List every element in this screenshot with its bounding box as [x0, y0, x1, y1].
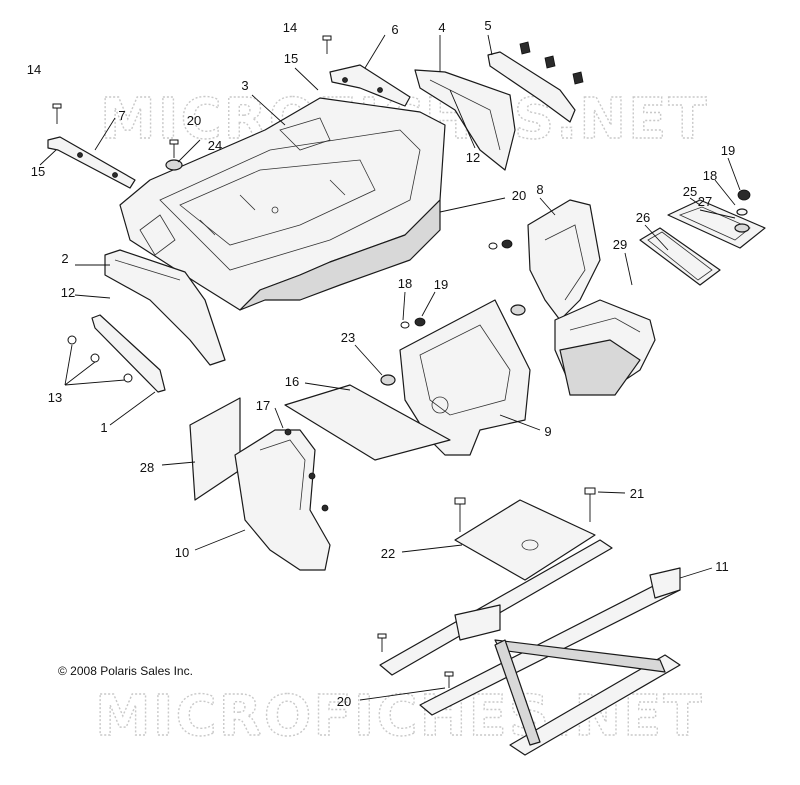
callout-20: 20 — [512, 188, 526, 203]
cover-part-5 — [487, 51, 576, 123]
rail-part-6 — [329, 64, 411, 107]
gasket-part-26 — [639, 227, 721, 286]
fasteners-part-13 — [67, 335, 133, 383]
callout-22: 22 — [381, 546, 395, 561]
callout-7: 7 — [118, 108, 125, 123]
leader-lines — [39, 34, 741, 701]
grommet-part-24 — [165, 159, 183, 171]
callout-20: 20 — [337, 694, 351, 709]
callout-12: 12 — [61, 285, 75, 300]
callout-11: 11 — [715, 559, 729, 574]
callout-18: 18 — [398, 276, 412, 291]
callout-23: 23 — [341, 330, 355, 345]
fasteners-part-5 — [519, 41, 584, 85]
callout-19: 19 — [721, 143, 735, 158]
callout-13: 13 — [48, 390, 62, 405]
side-panel-part-4 — [414, 69, 516, 171]
callout-20: 20 — [187, 113, 201, 128]
knob-part-27 — [734, 189, 751, 233]
cargo-box-part-3 — [119, 97, 446, 311]
frame-part-11 — [379, 539, 681, 756]
callout-6: 6 — [391, 22, 398, 37]
bolt-part-21a — [454, 497, 466, 532]
callout-29: 29 — [613, 237, 627, 252]
callout-4: 4 — [438, 20, 445, 35]
sheet-part-28 — [189, 397, 241, 501]
plate-part-22 — [454, 499, 596, 581]
bolt-part-14b — [52, 103, 62, 124]
callout-labels: 14 6 4 5 14 15 3 7 20 24 15 12 19 18 20 … — [27, 18, 735, 709]
callout-14: 14 — [283, 20, 297, 35]
grommet-part-23 — [380, 304, 526, 386]
callout-27: 27 — [698, 194, 712, 209]
bolt-part-14a — [322, 35, 332, 54]
callout-2: 2 — [61, 251, 68, 266]
side-bin-part-10 — [234, 428, 331, 571]
rail-part-7 — [47, 136, 136, 189]
callout-28: 28 — [140, 460, 154, 475]
callout-25: 25 — [683, 184, 697, 199]
callout-16: 16 — [285, 374, 299, 389]
bolt-part-21b — [584, 487, 596, 522]
bolt-part-20a — [169, 139, 179, 158]
callout-1: 1 — [100, 420, 107, 435]
callout-15: 15 — [284, 51, 298, 66]
callout-24: 24 — [208, 138, 222, 153]
callout-10: 10 — [175, 545, 189, 560]
washer-nut-part-18-19 — [400, 239, 513, 329]
panel-part-9 — [399, 299, 531, 456]
lid-part-25 — [667, 199, 766, 249]
callout-8: 8 — [536, 182, 543, 197]
bolt-part-20c — [377, 633, 454, 688]
callout-17: 17 — [256, 398, 270, 413]
callout-18: 18 — [703, 168, 717, 183]
trim-part-1 — [91, 314, 166, 393]
callout-19: 19 — [434, 277, 448, 292]
callout-3: 3 — [241, 78, 248, 93]
callout-5: 5 — [484, 18, 491, 33]
callout-12: 12 — [466, 150, 480, 165]
side-panel-part-2 — [104, 249, 226, 366]
side-panel-part-8 — [527, 199, 601, 321]
callout-9: 9 — [544, 424, 551, 439]
storage-bin-part-29 — [554, 299, 656, 396]
callout-26: 26 — [636, 210, 650, 225]
copyright-notice: © 2008 Polaris Sales Inc. — [58, 664, 193, 678]
mat-part-16 — [284, 384, 451, 461]
callout-14: 14 — [27, 62, 41, 77]
callout-21: 21 — [630, 486, 644, 501]
callout-15: 15 — [31, 164, 45, 179]
